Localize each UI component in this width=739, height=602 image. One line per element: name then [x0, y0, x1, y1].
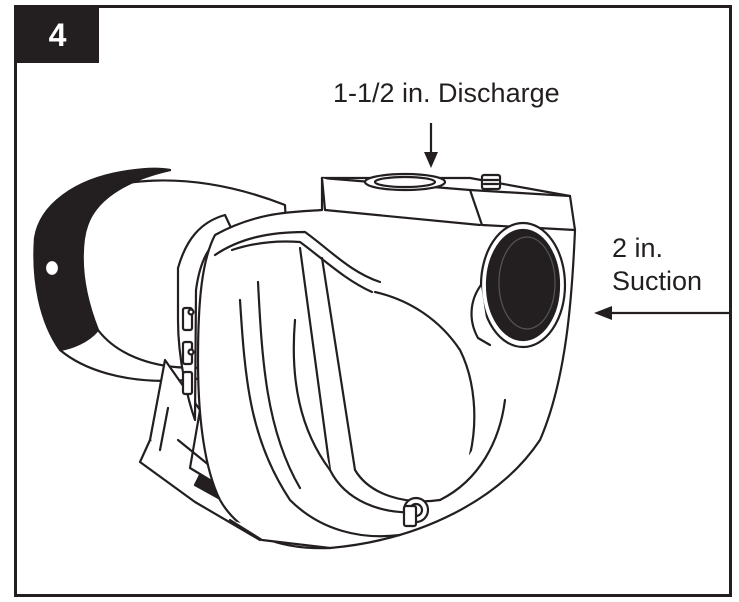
step-number-badge: 4	[16, 7, 99, 63]
discharge-label: 1-1/2 in. Discharge	[333, 78, 560, 108]
discharge-arrow-icon	[424, 123, 438, 168]
suction-label: Suction	[612, 266, 703, 296]
suction-arrow-icon	[594, 306, 732, 320]
suction-size-label: 2 in.	[612, 233, 664, 263]
pump-casing	[196, 172, 577, 550]
seal-plate	[176, 213, 234, 422]
